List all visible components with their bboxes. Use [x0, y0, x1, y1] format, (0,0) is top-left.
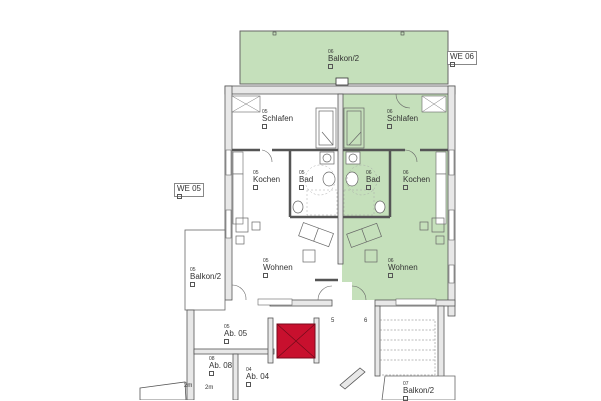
wall-lower-west	[186, 309, 195, 400]
dimension-label: 2m	[184, 383, 193, 389]
window	[448, 209, 455, 241]
window	[448, 149, 455, 176]
chair	[435, 235, 445, 245]
dimension-label: 2m	[205, 385, 214, 391]
wall-ab08-east	[232, 353, 239, 400]
unit-tag-we06: WE 06	[447, 51, 477, 67]
stove-06	[435, 151, 447, 175]
staircase	[379, 319, 436, 376]
unit-tag-we05: WE 05	[174, 183, 204, 199]
washer-06	[345, 171, 359, 187]
door-swing	[404, 149, 418, 163]
door-marker-5: 5	[331, 318, 335, 324]
wall-stair-west	[374, 305, 381, 377]
door-marker-6: 6	[364, 318, 368, 324]
angled-wall	[139, 381, 187, 400]
door-swing	[317, 285, 333, 301]
armchair-05	[302, 249, 316, 263]
wall-west-upper	[224, 85, 233, 301]
washer-05	[322, 171, 336, 187]
wall-ab05-south	[193, 348, 275, 355]
balcony-07-area	[381, 375, 456, 400]
bathtub-05	[315, 107, 337, 149]
table-05	[235, 217, 249, 233]
counter-06	[435, 173, 447, 225]
marker-icon	[177, 194, 182, 199]
balcony-06-area	[239, 30, 449, 85]
balcony-post	[400, 31, 405, 36]
wall-elevator-west	[267, 317, 274, 364]
angled-wall	[339, 367, 366, 390]
chair	[235, 235, 245, 245]
window	[225, 149, 232, 176]
balcony-05-area	[184, 229, 226, 311]
toilet-06	[374, 200, 386, 214]
window	[448, 264, 455, 284]
counter-05	[232, 173, 244, 225]
armchair-06	[364, 249, 378, 263]
unit-06-area	[340, 94, 450, 300]
bathtub-06	[343, 107, 365, 149]
door-swing	[351, 285, 367, 301]
marker-icon	[450, 62, 455, 67]
wall-north	[224, 85, 456, 95]
drain-box	[335, 77, 349, 86]
wall-center	[337, 93, 344, 265]
door-swing	[395, 93, 411, 109]
chair	[419, 221, 429, 231]
door-swing	[261, 149, 273, 163]
unit-tag-label: WE 06	[450, 52, 475, 61]
tv-unit-05	[257, 298, 293, 306]
chair	[251, 221, 261, 231]
wall-east	[447, 85, 456, 317]
table-06	[431, 217, 445, 233]
balcony-post	[272, 31, 277, 36]
stove-05	[232, 151, 244, 175]
window	[225, 209, 232, 239]
tv-unit-06	[395, 298, 437, 306]
unit-tag-label: WE 05	[177, 184, 202, 193]
toilet-05	[292, 200, 304, 214]
wall-stair-east	[437, 305, 445, 387]
door-swing	[231, 284, 247, 301]
